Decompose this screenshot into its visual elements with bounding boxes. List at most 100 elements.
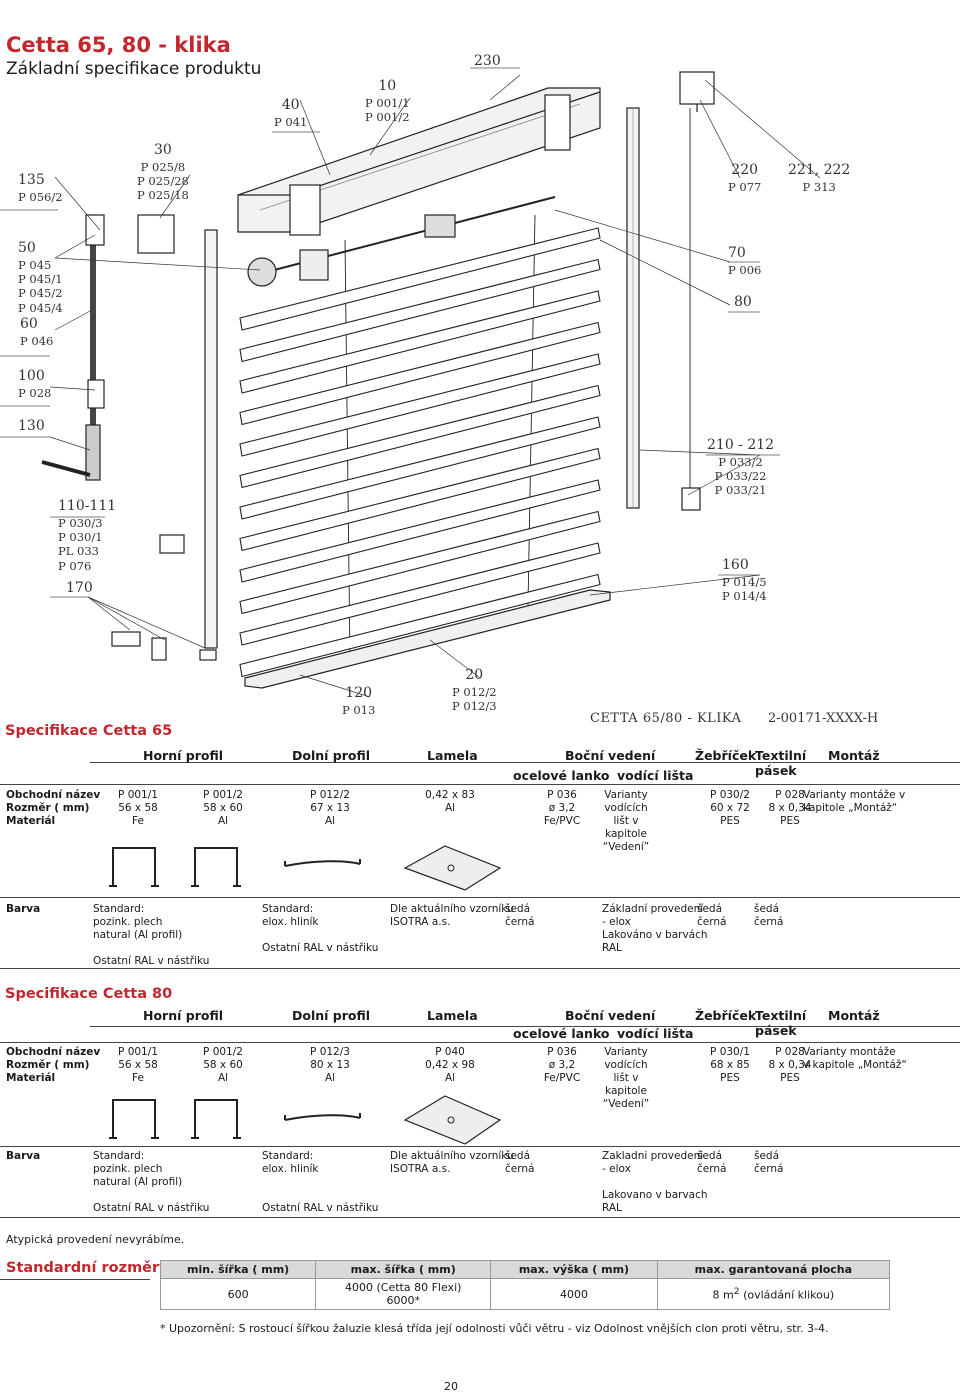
header80-bocni: Boční vedení: [565, 1008, 656, 1023]
diagram-label-80: 80: [734, 294, 752, 310]
lamella: [239, 290, 601, 394]
lamella: [239, 573, 601, 678]
dims-header-max-height: max. výška ( mm): [490, 1260, 658, 1279]
spec65-barva-label: Barva: [6, 903, 41, 915]
lamella: [239, 321, 601, 426]
lamella: [239, 542, 601, 646]
header80-dolni: Dolní profil: [292, 1008, 371, 1023]
diagram-label-170: 170: [66, 580, 93, 596]
page-subtitle: Základní specifikace produktu: [6, 59, 262, 79]
spec80-barva-col-1: Standard:elox. hliník Ostatní RAL v nást…: [262, 1150, 379, 1214]
header80-horni: Horní profil: [143, 1008, 223, 1023]
spec80-barva-label: Barva: [6, 1150, 41, 1162]
header80-zebricek: Žebříček: [695, 1008, 757, 1023]
dims-header-max-area: max. garantovaná plocha: [656, 1260, 891, 1279]
diagram-label-160: 160 P 014/5 P 014/4: [722, 557, 767, 603]
diagram-label-30: 30 P 025/8 P 025/28 P 025/18: [137, 142, 189, 203]
lamella: [239, 416, 601, 520]
model-label: CETTA 65/80 - KLIKA: [590, 711, 742, 726]
header-bocni: Boční vedení: [565, 748, 656, 763]
atypical-note: Atypická provedení nevyrábíme.: [6, 1233, 185, 1246]
subheader-lista: vodící lišta: [617, 768, 694, 783]
header-zebricek: Žebříček: [695, 748, 757, 763]
diagram-label-110-111: 110-111 P 030/3 P 030/1 PL 033 P 076: [58, 498, 117, 573]
subheader80-lista: vodící lišta: [617, 1026, 694, 1041]
lamella: [239, 447, 601, 552]
header-lamela: Lamela: [427, 748, 478, 763]
page-title: Cetta 65, 80 - klika: [6, 33, 231, 57]
lamella: [239, 384, 601, 489]
spec80-profile-drawings: [109, 1095, 502, 1145]
spec65-title: Specifikace Cetta 65: [5, 723, 173, 739]
spec65-barva-col-1: Standard:elox. hliník Ostatní RAL v nást…: [262, 903, 379, 954]
header80-lamela: Lamela: [427, 1008, 478, 1023]
page-number: 20: [444, 1380, 458, 1393]
wind-footnote: * Upozornění: S rostoucí šířkou žaluzie …: [160, 1322, 829, 1335]
diagram-label-20: 20 P 012/2 P 012/3: [452, 667, 497, 713]
lamella: [239, 479, 601, 583]
dims-header-min-width: min. šířka ( mm): [159, 1260, 317, 1279]
dims-header-max-width: max. šířka ( mm): [315, 1260, 492, 1279]
lamella-stack: [239, 227, 601, 678]
diagram-label-230: 230: [474, 53, 501, 69]
diagram-label-210-212: 210 - 212 P 033/2 P 033/22 P 033/21: [707, 437, 775, 498]
dims-max-height: 4000: [490, 1278, 658, 1310]
lamella: [239, 227, 601, 331]
subheader80-lanko: ocelové lanko: [513, 1026, 610, 1041]
spec80-title: Specifikace Cetta 80: [5, 986, 173, 1002]
diagram-label-50: 50 P 045 P 045/1 P 045/2 P 045/4: [18, 240, 63, 315]
dims-min-width: 600: [159, 1278, 317, 1310]
product-diagram: [0, 67, 821, 698]
header-montaz: Montáž: [828, 748, 880, 763]
spec80-barva-col-4: Zakladni provedeni- elox Lakovano v barv…: [602, 1150, 708, 1214]
header80-montaz: Montáž: [828, 1008, 880, 1023]
spec65-profile-drawings: [109, 845, 502, 891]
lamella: [239, 353, 601, 457]
dims-max-width: 4000 (Cetta 80 Flexi)6000*: [315, 1278, 492, 1310]
diagram-label-10: 10 P 001/1 P 001/2: [365, 78, 410, 124]
header-dolni: Dolní profil: [292, 748, 371, 763]
dims-table: min. šířka ( mm) max. šířka ( mm) max. v…: [159, 1260, 891, 1310]
dims-title: Standardní rozměry: [6, 1260, 169, 1276]
